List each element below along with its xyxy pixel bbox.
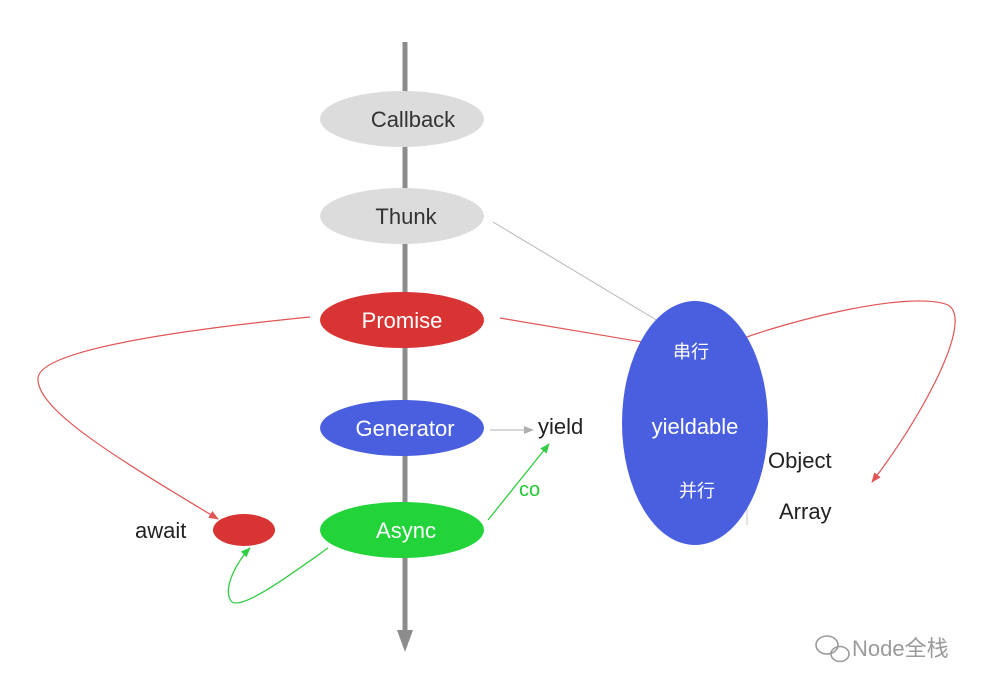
thunk-node (320, 188, 484, 244)
yieldable-node (622, 301, 768, 545)
promise-node (320, 292, 484, 348)
generator-label: Generator (355, 416, 454, 441)
co-label: co (519, 479, 540, 501)
thunk-to-serial-arrow (492, 221, 674, 331)
watermark-text: Node全栈 (852, 636, 949, 661)
promise-to-serial-arrow (499, 317, 667, 349)
object-label: Object (768, 448, 832, 473)
serial-to-object-array-arrow (729, 300, 956, 483)
callback-label: Callback (371, 107, 456, 132)
await-node (213, 514, 275, 546)
callback-node (320, 91, 484, 147)
wechat-icon (815, 635, 850, 663)
thunk-label: Thunk (375, 204, 437, 229)
async-to-yield-co-arrow (487, 443, 550, 521)
async-label: Async (376, 518, 436, 543)
array-label: Array (779, 499, 832, 524)
timeline-axis-arrowhead (397, 630, 413, 652)
await-label: await (135, 518, 186, 543)
yield-label: yield (538, 414, 583, 439)
promise-label: Promise (362, 308, 443, 333)
serial-label: 串行 (673, 342, 709, 362)
async-to-await-arrow (227, 547, 329, 604)
async-node (320, 502, 484, 558)
yieldable-label: yieldable (652, 414, 739, 439)
generator-node (320, 400, 484, 456)
promise-to-await-arrow (37, 316, 311, 520)
parallel-label: 并行 (679, 481, 715, 501)
